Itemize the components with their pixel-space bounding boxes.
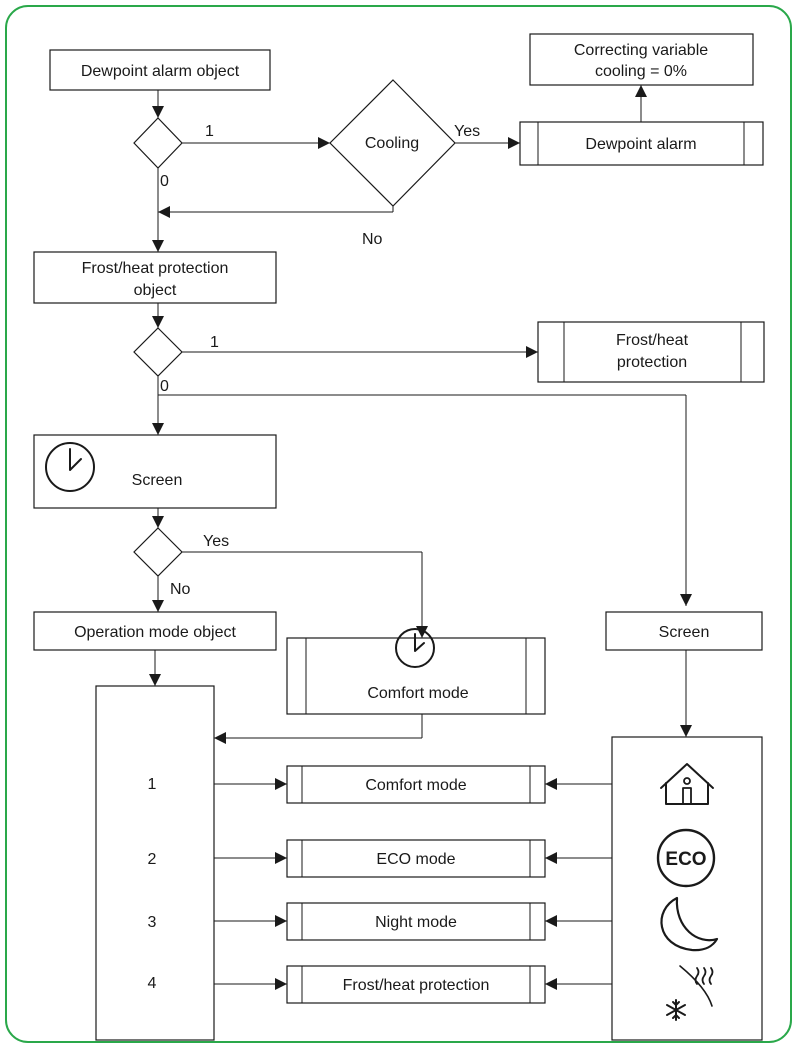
frost-heat-object-line1: Frost/heat protection: [82, 260, 229, 277]
frost-heat-line1: Frost/heat: [616, 332, 689, 349]
decision-diamond-3: [133, 527, 183, 577]
moon-icon: [660, 896, 719, 952]
decision-3-no-label: No: [170, 581, 191, 598]
eco-icon: ECO: [656, 828, 716, 888]
correcting-variable-line2: cooling = 0%: [595, 63, 687, 80]
mode-number-4: 4: [148, 975, 157, 992]
mode-box-comfort: Comfort mode: [286, 765, 546, 804]
screen-right-label: Screen: [659, 624, 710, 641]
decision-3-yes-label: Yes: [203, 533, 229, 550]
cooling-label: Cooling: [365, 135, 419, 152]
mode-number-3: 3: [148, 914, 157, 931]
house-person-icon: [660, 763, 714, 805]
correcting-variable-line1: Correcting variable: [574, 42, 708, 59]
diagram-frame: [5, 5, 792, 1043]
decision-2-zero-label: 0: [160, 378, 169, 395]
mode-frost-label: Frost/heat protection: [343, 977, 490, 994]
cooling-yes-label: Yes: [454, 123, 480, 140]
dewpoint-object-label: Dewpoint alarm object: [81, 63, 240, 80]
operation-mode-object-box: [33, 611, 277, 651]
frost-heat-box: [537, 321, 765, 383]
decision-1-zero-label: 0: [160, 173, 169, 190]
decision-diamond-1: [133, 117, 183, 169]
frost-heat-object-line2: object: [134, 282, 177, 299]
screen-box-label: Screen: [132, 472, 183, 489]
decision-diamond-2: [133, 327, 183, 377]
decision-1-one-label: 1: [205, 123, 214, 140]
dewpoint-object-box: [49, 49, 271, 91]
mode-selector-box: [95, 685, 215, 1041]
clock-icon: [45, 442, 95, 492]
mode-box-frost: Frost/heat protection: [286, 965, 546, 1004]
frost-heat-icon: [666, 965, 714, 1021]
mode-number-1: 1: [148, 776, 157, 793]
cooling-no-label: No: [362, 231, 383, 248]
screen-right-box: [605, 611, 763, 651]
mode-box-eco: ECO mode: [286, 839, 546, 878]
mode-night-label: Night mode: [375, 914, 457, 931]
mode-eco-label: ECO mode: [376, 851, 455, 868]
frost-heat-line2: protection: [617, 354, 687, 371]
dewpoint-alarm-box: [519, 121, 764, 166]
comfort-mode-screen-label: Comfort mode: [367, 685, 468, 702]
frost-heat-object-box: [33, 251, 277, 304]
icon-panel-box: [611, 736, 763, 1041]
dewpoint-alarm-label: Dewpoint alarm: [585, 136, 696, 153]
comfort-clock-icon: [395, 628, 435, 668]
mode-comfort-label: Comfort mode: [365, 777, 466, 794]
screen-box: [33, 434, 277, 509]
correcting-variable-box: [529, 33, 754, 86]
decision-2-one-label: 1: [210, 334, 219, 351]
operation-mode-object-label: Operation mode object: [74, 624, 236, 641]
eco-icon-text: ECO: [665, 849, 706, 870]
mode-number-2: 2: [148, 851, 157, 868]
mode-box-night: Night mode: [286, 902, 546, 941]
